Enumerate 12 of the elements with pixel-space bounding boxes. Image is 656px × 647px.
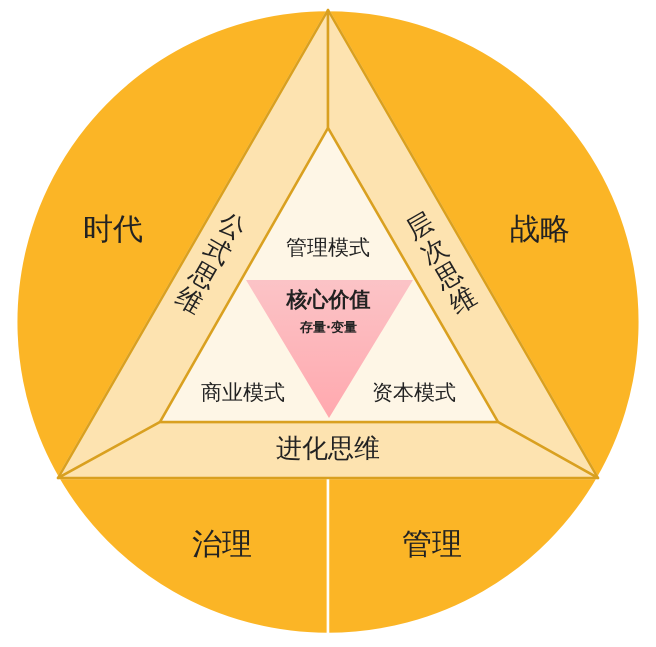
- core-title: 核心价值: [286, 290, 370, 310]
- region-label: 商业模式: [201, 382, 285, 404]
- region-label: 治理: [192, 530, 252, 560]
- region-label: 管理: [402, 530, 462, 560]
- region-label: 管理模式: [286, 238, 370, 258]
- region-label: 战略: [510, 215, 570, 245]
- region-label: 进化思维: [276, 436, 380, 462]
- region-label: 时代: [83, 215, 143, 245]
- region-label: 资本模式: [372, 382, 456, 404]
- region-label: 公式思维: [170, 208, 250, 320]
- region-label: 层次思维: [402, 208, 482, 320]
- core-subtitle: 存量·变量: [300, 322, 357, 334]
